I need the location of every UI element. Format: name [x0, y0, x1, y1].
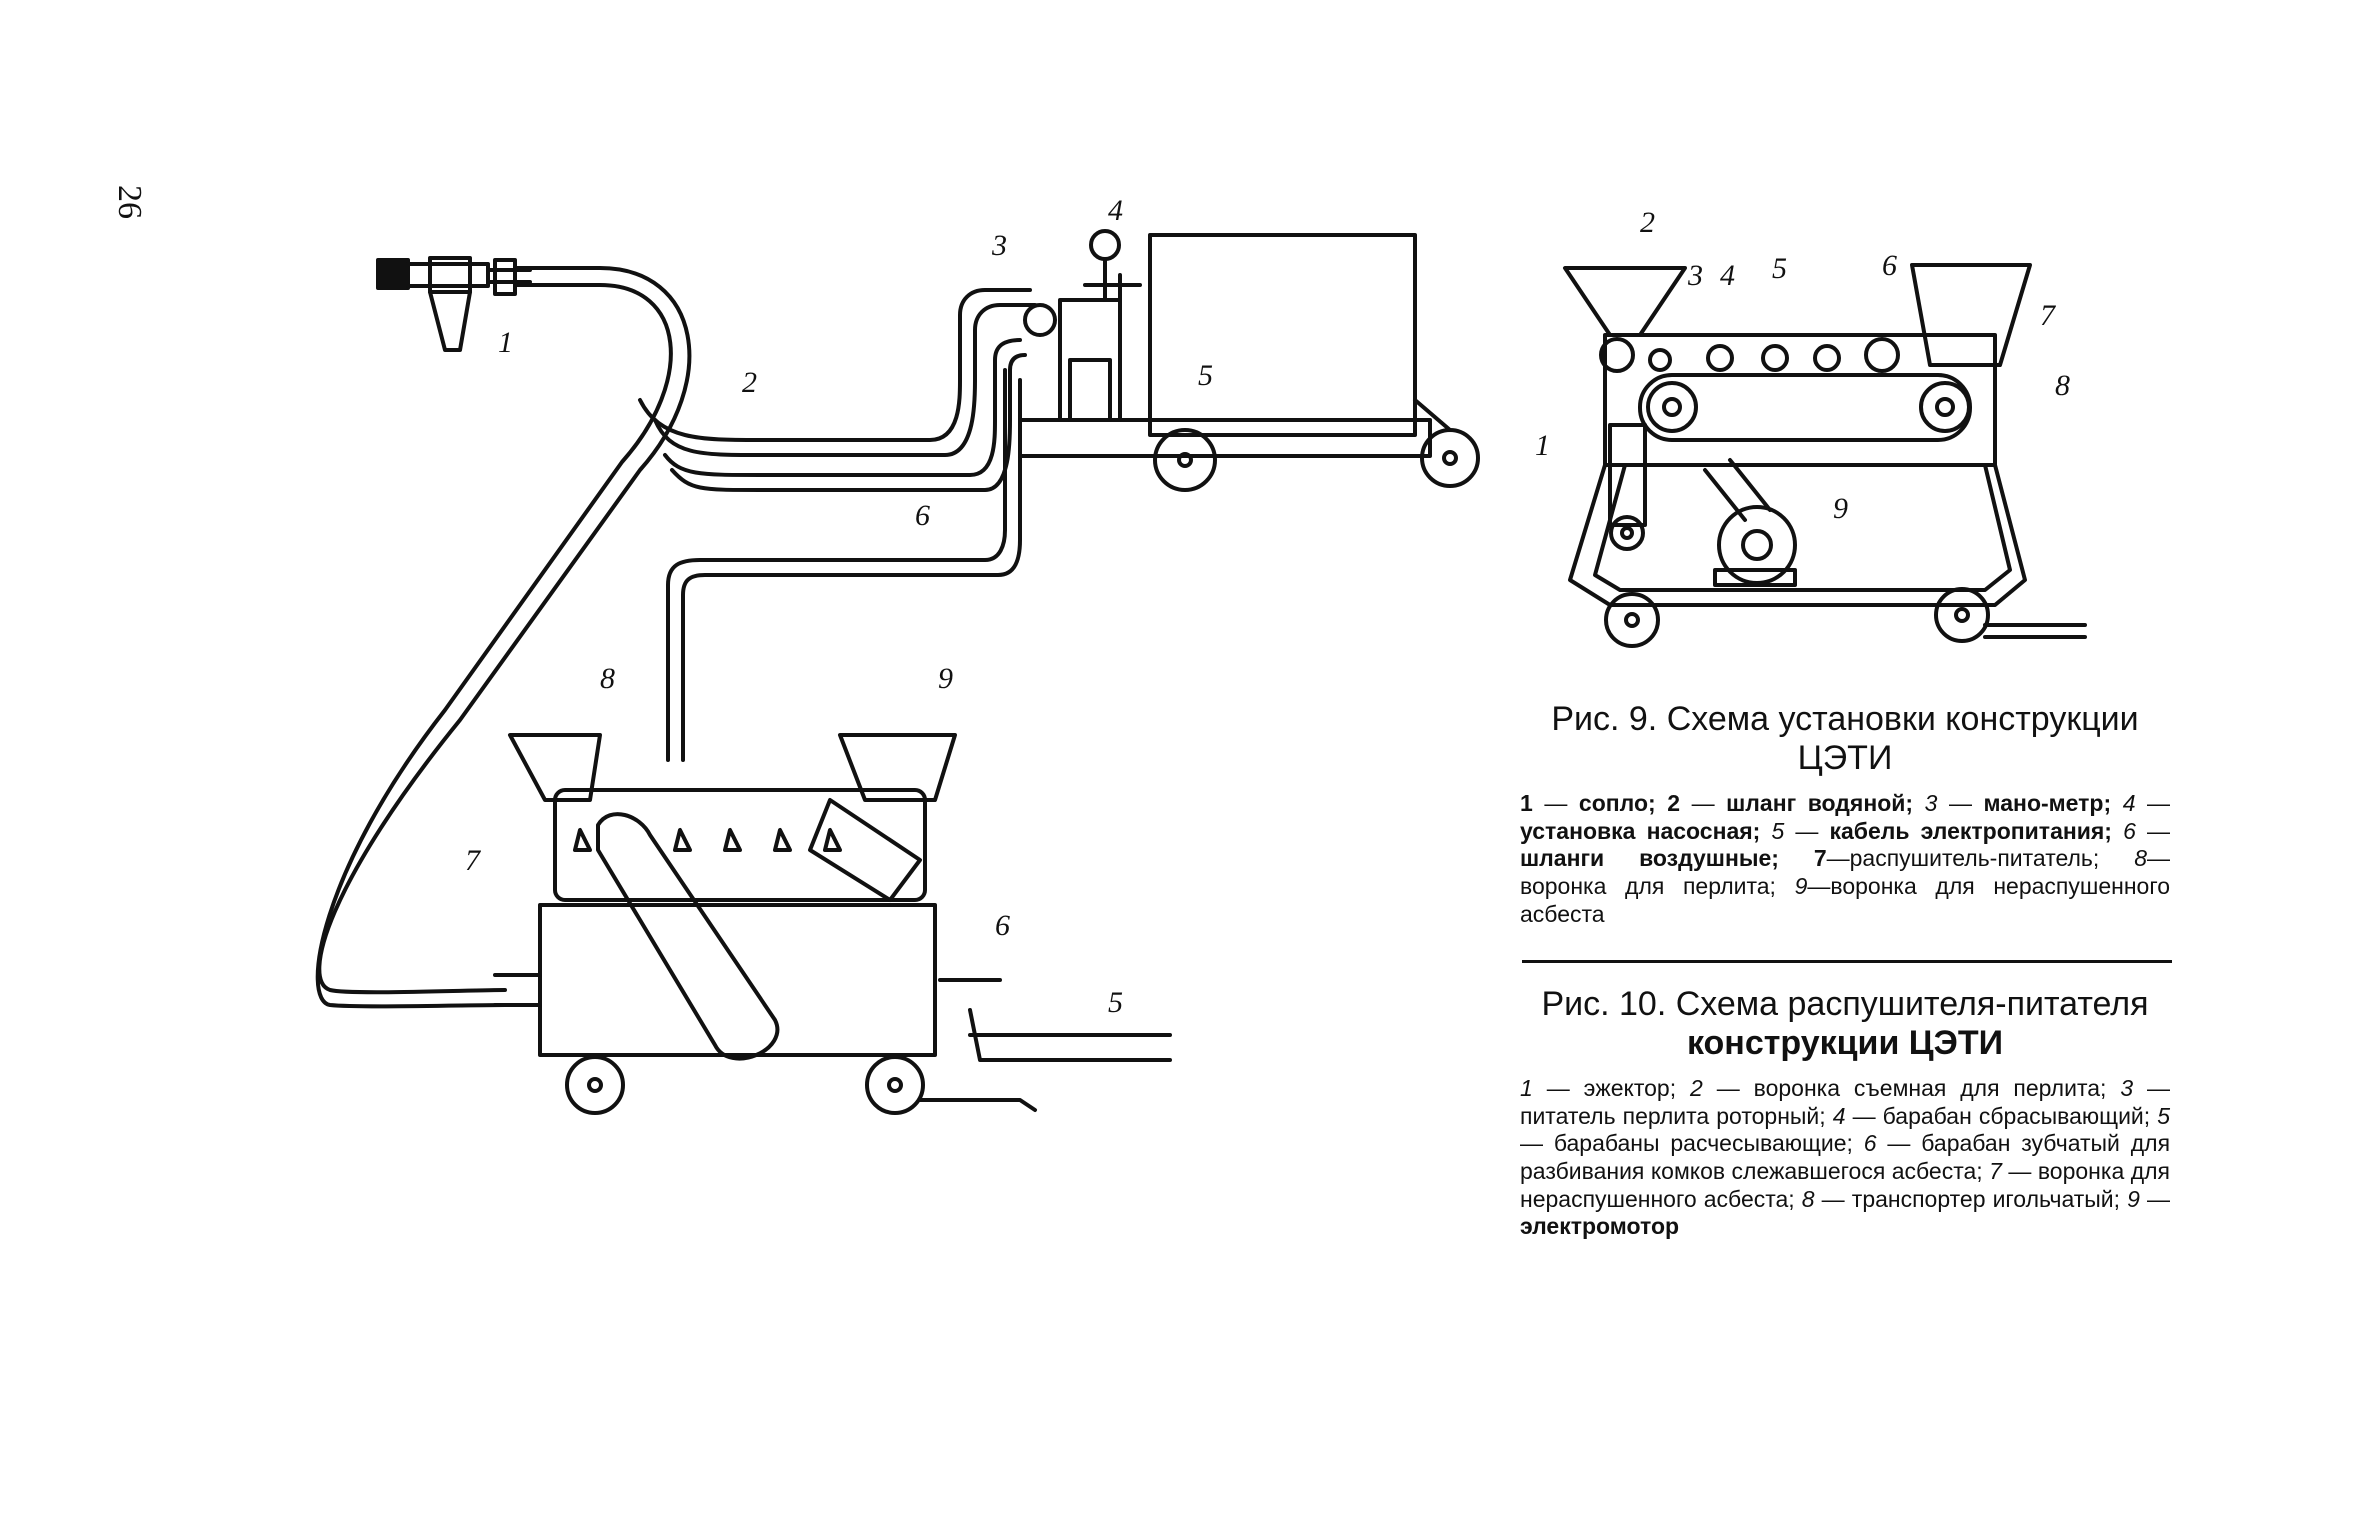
figure-9-caption: Рис. 9. Схема установки конструкции ЦЭТИ…: [1520, 700, 2170, 928]
legend-num: 2: [1667, 790, 1681, 817]
legend-text: воронка для перлита;: [1520, 872, 1776, 899]
fig9-label-6: 6: [915, 499, 930, 532]
legend-text: эжектор;: [1583, 1075, 1677, 1102]
figure-10-drawing: 2 3 4 5 6 7 8 1 9: [1535, 206, 2087, 648]
legend-text: воронка для нераспушенного асбеста: [1520, 872, 2171, 927]
legend-num: 8: [2134, 845, 2148, 872]
figure-9-title-line2: ЦЭТИ: [1797, 739, 1893, 778]
legend-num: 1: [1520, 790, 1533, 817]
legend-num: 2: [1690, 1075, 1703, 1102]
figure-10-legend: 1 — эжектор; 2 — воронка съемная для пер…: [1520, 1075, 2171, 1240]
pump-unit: [1018, 229, 1480, 492]
fig10-label-7: 7: [2040, 299, 2057, 332]
legend-text: кабель электропитания;: [1829, 817, 2112, 844]
legend-text: шланги воздушные;: [1520, 845, 1779, 872]
legend-text: воронка съемная для перлита;: [1753, 1075, 2107, 1102]
figure-10-caption: Рис. 10. Схема распушителя-питателя конс…: [1520, 985, 2170, 1241]
figure-9-title: Рис. 9. Схема установки конструкции ЦЭТИ: [1520, 700, 2170, 778]
fig9-label-5: 5: [1198, 359, 1213, 392]
air-hose-6: [663, 338, 1022, 477]
nozzle-part: [376, 256, 532, 352]
fig10-label-6: 6: [1882, 249, 1897, 282]
caption-divider: [1522, 960, 2172, 963]
legend-text: барабаны расчесывающие;: [1553, 1130, 1853, 1157]
fig9-label-4: 4: [1108, 194, 1123, 227]
figure-9-title-line1: Рис. 9. Схема установки конструкции: [1551, 700, 2139, 738]
legend-num: 5: [1771, 817, 1785, 844]
fig9-label-3: 3: [991, 229, 1007, 262]
legend-num: 7: [1989, 1157, 2002, 1184]
water-hose-loop: [317, 266, 692, 995]
legend-text: мано-метр;: [1983, 790, 2112, 817]
fig9-label-1: 1: [498, 326, 513, 359]
fig10-label-9: 9: [1833, 492, 1848, 525]
fig9-label-9: 9: [938, 662, 953, 695]
legend-text: электромотор: [1520, 1213, 1680, 1240]
fig9-label-7: 7: [465, 844, 482, 877]
fig10-label-2: 2: [1640, 206, 1655, 239]
legend-text: барабан зубчатый для разбивания комков с…: [1520, 1130, 2171, 1184]
feeder-unit: [493, 733, 1172, 1115]
legend-text: установка насосная;: [1520, 817, 1761, 844]
legend-num: 7: [1813, 845, 1827, 872]
legend-text: распушитель-питатель;: [1849, 845, 2100, 872]
fig10-label-5: 5: [1772, 252, 1787, 285]
legend-text: воронка для нераспушенного асбеста;: [1520, 1157, 2170, 1212]
figure-10-title-line2: конструкции ЦЭТИ: [1686, 1024, 2004, 1063]
legend-text: шланг водяной;: [1726, 790, 1914, 817]
legend-num: 8: [1801, 1185, 1815, 1212]
legend-num: 9: [1794, 872, 1808, 899]
legend-text: барабан сбрасывающий;: [1882, 1102, 2151, 1129]
fig10-label-4: 4: [1720, 259, 1735, 292]
legend-num: 6: [2123, 817, 2136, 844]
figure-9-drawing: 1 2 3 4 5 6 7 8 9 6 5: [315, 194, 1480, 1115]
legend-num: 1: [1520, 1075, 1533, 1102]
legend-num: 9: [2127, 1185, 2140, 1212]
legend-num: 4: [2122, 790, 2136, 817]
legend-num: 3: [2120, 1075, 2134, 1102]
fig10-label-3: 3: [1687, 259, 1703, 292]
fig10-label-8: 8: [2055, 369, 2070, 402]
legend-text: транспортер игольчатый;: [1851, 1185, 2121, 1212]
figure-10-title: Рис. 10. Схема распушителя-питателя конс…: [1520, 985, 2170, 1063]
legend-text: питатель перлита роторный;: [1520, 1102, 1826, 1129]
fig10-label-1: 1: [1535, 429, 1550, 462]
figure-9-legend: 1 — сопло; 2 — шланг водяной; 3 — мано-м…: [1520, 790, 2171, 927]
fig9-label-8: 8: [600, 662, 615, 695]
legend-num: 6: [1863, 1130, 1877, 1157]
legend-num: 5: [2157, 1102, 2171, 1129]
hose-2: [638, 288, 1032, 442]
fig9-label-2: 2: [742, 366, 757, 399]
fig9-label-6b: 6: [995, 909, 1010, 942]
legend-text: сопло;: [1578, 790, 1656, 817]
fig9-label-5b: 5: [1108, 986, 1123, 1019]
legend-num: 4: [1832, 1102, 1846, 1129]
figure-10-title-line1: Рис. 10. Схема распушителя-питателя: [1541, 985, 2149, 1023]
legend-num: 3: [1924, 790, 1938, 817]
